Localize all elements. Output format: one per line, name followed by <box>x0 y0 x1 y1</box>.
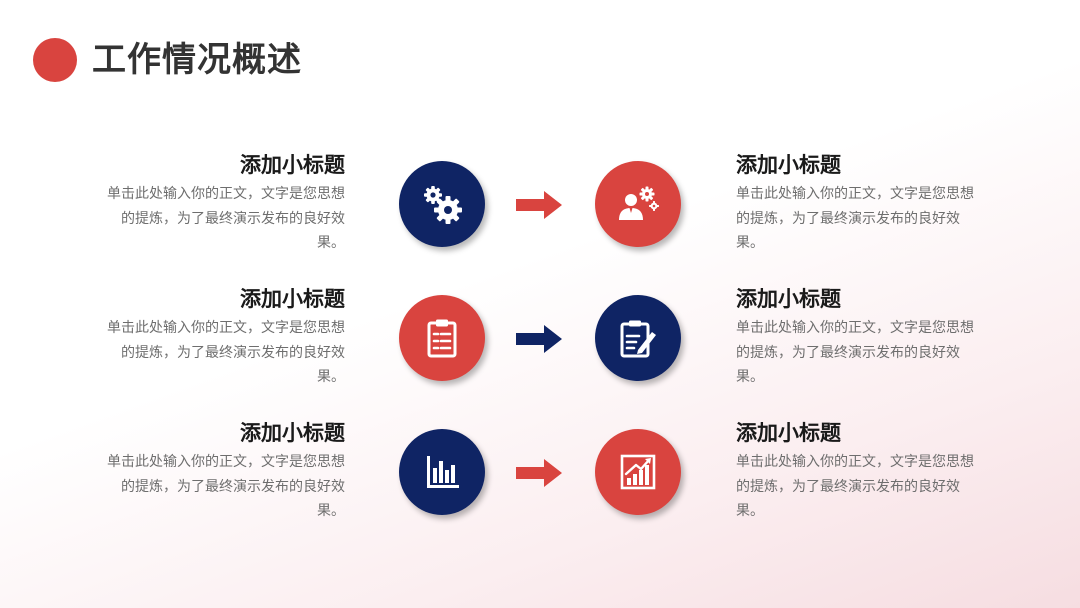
bar-chart-icon <box>427 456 459 488</box>
row3-left-text: 添加小标题 单击此处输入你的正文，文字是您思想的提炼，为了最终演示发布的良好效果… <box>105 418 345 524</box>
header-dot <box>33 38 77 82</box>
growth-chart-icon <box>620 454 656 490</box>
row2-arrow-icon <box>516 325 562 353</box>
row1-arrow-icon <box>516 191 562 219</box>
row3-right-text: 添加小标题 单击此处输入你的正文，文字是您思想的提炼，为了最终演示发布的良好效果… <box>736 418 976 524</box>
row2-right-body: 单击此处输入你的正文，文字是您思想的提炼，为了最终演示发布的良好效果。 <box>736 320 974 385</box>
row3-left-title: 添加小标题 <box>240 421 345 445</box>
row2-left-title: 添加小标题 <box>240 287 345 311</box>
row2-left-circle <box>399 295 485 381</box>
row3-right-circle <box>595 429 681 515</box>
edit-document-icon <box>620 320 656 358</box>
person-gears-icon <box>619 186 659 220</box>
row1-right-title: 添加小标题 <box>736 153 841 177</box>
row1-left-circle <box>399 161 485 247</box>
row1-left-body: 单击此处输入你的正文，文字是您思想的提炼，为了最终演示发布的良好效果。 <box>107 186 345 251</box>
row3-right-title: 添加小标题 <box>736 421 841 445</box>
row2-left-body: 单击此处输入你的正文，文字是您思想的提炼，为了最终演示发布的良好效果。 <box>107 320 345 385</box>
row3-left-body: 单击此处输入你的正文，文字是您思想的提炼，为了最终演示发布的良好效果。 <box>107 454 345 519</box>
row1-right-circle <box>595 161 681 247</box>
row1-right-body: 单击此处输入你的正文，文字是您思想的提炼，为了最终演示发布的良好效果。 <box>736 186 974 251</box>
page-title: 工作情况概述 <box>92 40 302 80</box>
row1-right-text: 添加小标题 单击此处输入你的正文，文字是您思想的提炼，为了最终演示发布的良好效果… <box>736 150 976 256</box>
row3-arrow-icon <box>516 459 562 487</box>
row2-right-circle <box>595 295 681 381</box>
clipboard-checklist-icon <box>427 319 457 358</box>
row2-right-text: 添加小标题 单击此处输入你的正文，文字是您思想的提炼，为了最终演示发布的良好效果… <box>736 284 976 390</box>
row3-right-body: 单击此处输入你的正文，文字是您思想的提炼，为了最终演示发布的良好效果。 <box>736 454 974 519</box>
row3-left-circle <box>399 429 485 515</box>
row1-left-text: 添加小标题 单击此处输入你的正文，文字是您思想的提炼，为了最终演示发布的良好效果… <box>105 150 345 256</box>
row1-left-title: 添加小标题 <box>240 153 345 177</box>
row2-right-title: 添加小标题 <box>736 287 841 311</box>
row2-left-text: 添加小标题 单击此处输入你的正文，文字是您思想的提炼，为了最终演示发布的良好效果… <box>105 284 345 390</box>
gears-icon <box>424 186 462 224</box>
